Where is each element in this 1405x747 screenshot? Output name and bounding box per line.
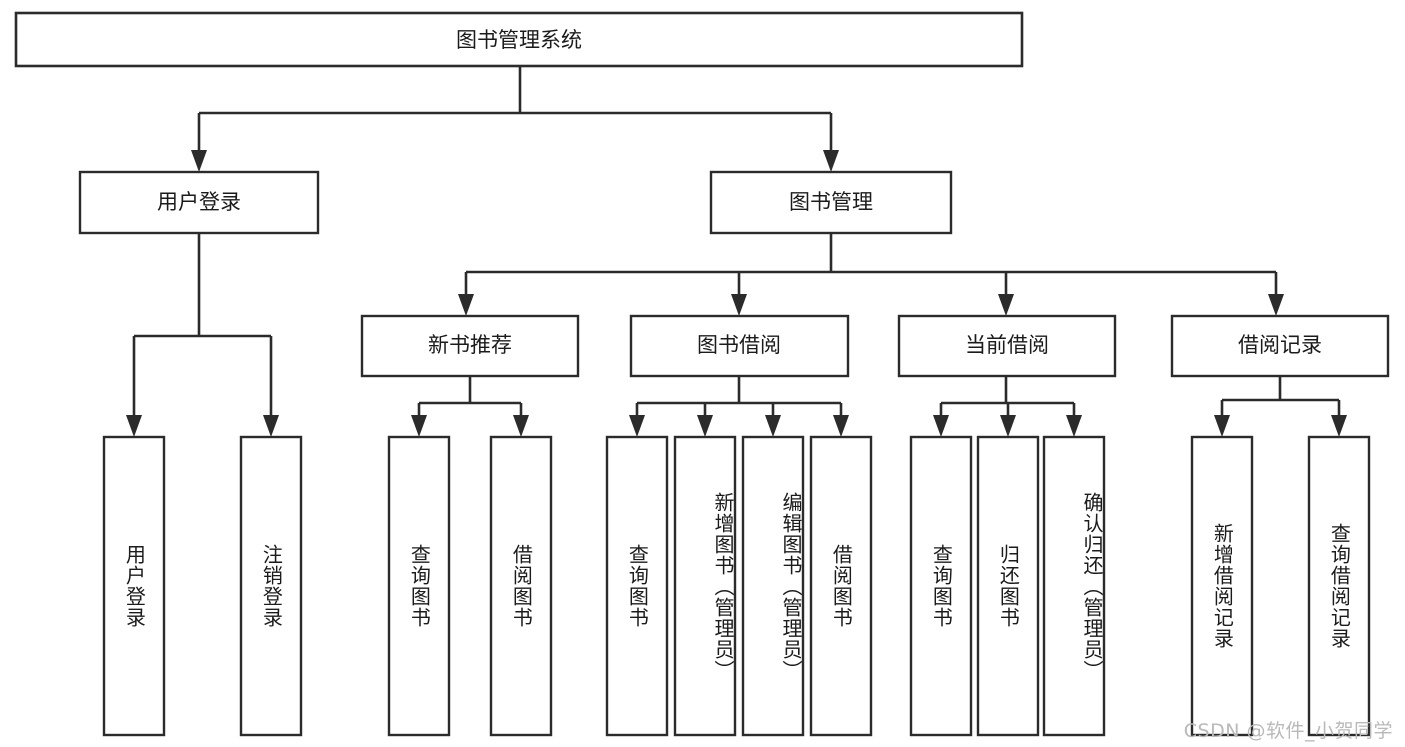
node-borrow-record-label: 借阅记录 <box>1238 333 1322 357</box>
node-new-book-rec-box[interactable] <box>360 314 580 378</box>
node-book-borrow-label: 图书借阅 <box>697 333 781 357</box>
node-current-borrow-box[interactable] <box>897 314 1117 378</box>
node-book-borrow-box[interactable] <box>629 314 850 378</box>
arrow-head-icon <box>411 415 427 437</box>
node-book-manage-box[interactable] <box>709 170 953 235</box>
arrow-head-icon <box>263 415 279 437</box>
arrow-head-icon <box>191 150 207 172</box>
arrow-head-icon <box>1268 294 1284 316</box>
node-book-manage-label: 图书管理 <box>789 190 873 214</box>
leaf-edit-book-box[interactable] <box>741 435 805 737</box>
arrow-head-icon <box>765 415 781 437</box>
arrow-head-icon <box>731 294 747 316</box>
leaf-query-record-box[interactable] <box>1307 435 1371 737</box>
leaf-borrow-book-1-box[interactable] <box>489 435 553 737</box>
node-root-box[interactable] <box>14 11 1024 68</box>
arrow-head-icon <box>458 294 474 316</box>
leaf-add-book-box[interactable] <box>673 435 737 737</box>
leaf-logout-login-box[interactable] <box>239 435 303 737</box>
node-user-login-box[interactable] <box>78 170 320 235</box>
leaf-return-book-box[interactable] <box>976 435 1040 737</box>
leaf-add-record-box[interactable] <box>1190 435 1254 737</box>
node-root-label: 图书管理系统 <box>456 28 582 52</box>
arrow-head-icon <box>933 415 949 437</box>
leaf-user-login-box[interactable] <box>102 435 166 737</box>
arrow-head-icon <box>513 415 529 437</box>
arrow-head-icon <box>697 415 713 437</box>
leaf-query-book-1-box[interactable] <box>387 435 451 737</box>
node-new-book-rec-label: 新书推荐 <box>428 333 512 357</box>
leaf-confirm-return-box[interactable] <box>1042 435 1106 737</box>
arrow-head-icon <box>833 415 849 437</box>
leaf-borrow-book-2-box[interactable] <box>809 435 873 737</box>
arrow-head-icon <box>126 415 142 437</box>
node-borrow-record-box[interactable] <box>1170 314 1390 378</box>
node-user-login-label: 用户登录 <box>157 190 241 214</box>
leaf-query-book-2-box[interactable] <box>605 435 669 737</box>
arrow-head-icon <box>1000 415 1016 437</box>
arrow-head-icon <box>1331 415 1347 437</box>
arrow-head-icon <box>998 294 1014 316</box>
node-current-borrow-label: 当前借阅 <box>965 333 1049 357</box>
csdn-watermark: CSDN @软件_小贺同学 <box>1183 720 1393 742</box>
arrow-head-icon <box>1214 415 1230 437</box>
arrow-head-icon <box>823 150 839 172</box>
node-layer: 图书管理系统 用户登录 图书管理 新书推荐 图书借阅 当前借阅 借阅记录 <box>14 11 1390 737</box>
connector-layer <box>126 66 1347 437</box>
arrow-head-icon <box>1066 415 1082 437</box>
leaf-query-book-3-box[interactable] <box>909 435 973 737</box>
arrow-head-icon <box>629 415 645 437</box>
